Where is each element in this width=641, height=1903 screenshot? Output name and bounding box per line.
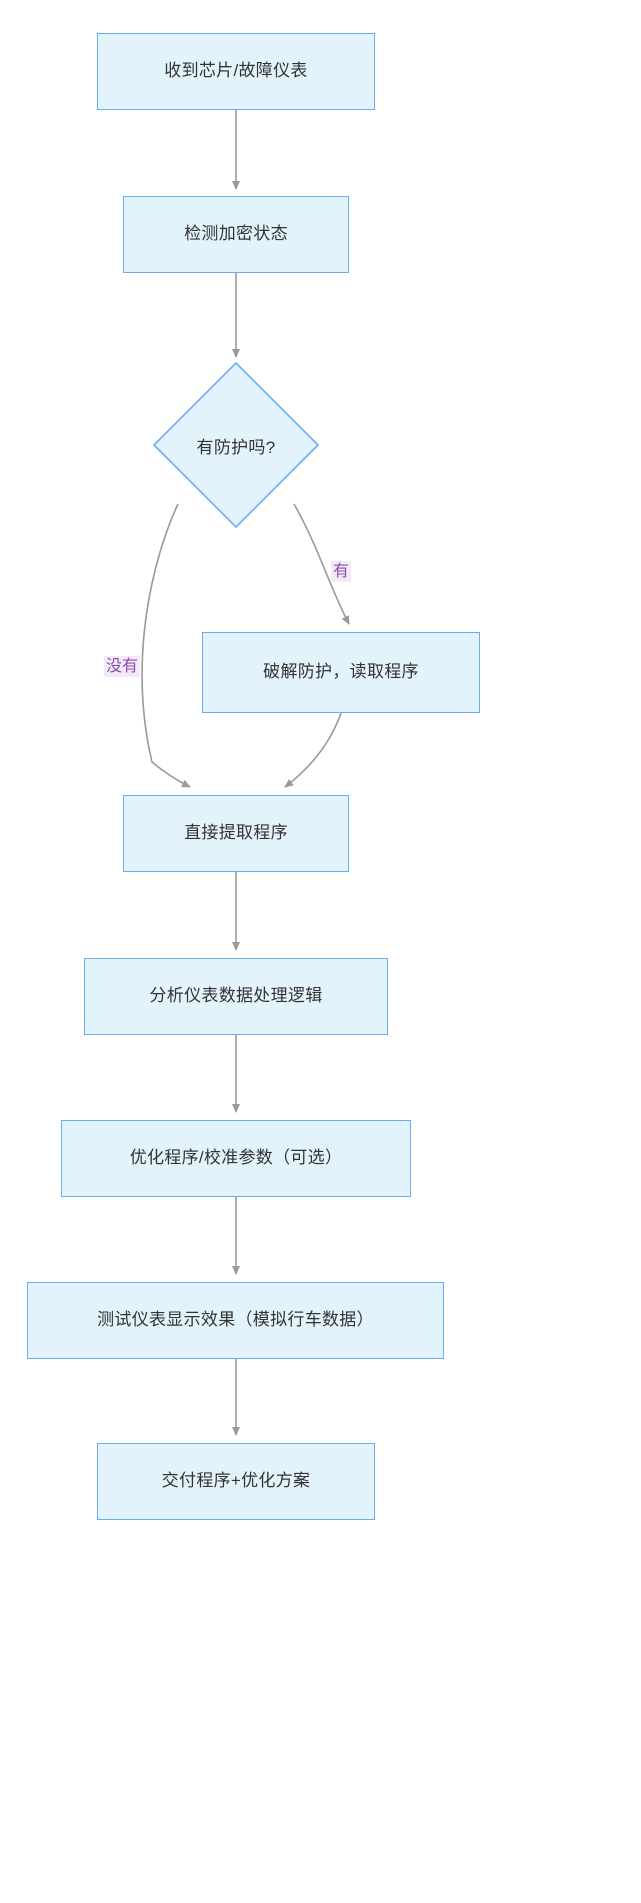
flow-node-n1-label: 收到芯片/故障仪表: [164, 61, 308, 81]
flow-node-n3-label: 有防护吗?: [196, 437, 276, 457]
flow-node-n4-label: 破解防护，读取程序: [263, 662, 419, 682]
flow-node-n7[interactable]: 优化程序/校准参数（可选）: [61, 1120, 411, 1197]
flow-node-n9-label: 交付程序+优化方案: [161, 1471, 311, 1491]
flow-node-n8[interactable]: 测试仪表显示效果（模拟行车数据）: [27, 1282, 444, 1359]
flow-node-n1[interactable]: 收到芯片/故障仪表: [97, 33, 375, 110]
flow-node-n5-label: 直接提取程序: [184, 823, 288, 843]
flow-node-n5[interactable]: 直接提取程序: [123, 795, 349, 872]
flow-node-n3[interactable]: 有防护吗?: [152, 361, 320, 529]
flow-node-n2[interactable]: 检测加密状态: [123, 196, 349, 273]
flow-node-n6[interactable]: 分析仪表数据处理逻辑: [84, 958, 388, 1035]
flow-node-n4[interactable]: 破解防护，读取程序: [202, 632, 480, 713]
edge-n4-n5: [284, 712, 342, 788]
flow-node-n8-label: 测试仪表显示效果（模拟行车数据）: [97, 1310, 374, 1330]
edge-n3-n4: [293, 503, 350, 625]
edge-label-no: 没有: [104, 656, 141, 678]
edge-label-yes: 有: [331, 561, 352, 583]
edge-n3-n5: [141, 503, 191, 788]
flow-node-n9[interactable]: 交付程序+优化方案: [97, 1443, 375, 1520]
flow-node-n7-label: 优化程序/校准参数（可选）: [129, 1148, 343, 1168]
flow-node-n2-label: 检测加密状态: [184, 224, 288, 244]
diamond-shape-icon: [152, 361, 320, 529]
flow-node-n6-label: 分析仪表数据处理逻辑: [149, 986, 323, 1006]
